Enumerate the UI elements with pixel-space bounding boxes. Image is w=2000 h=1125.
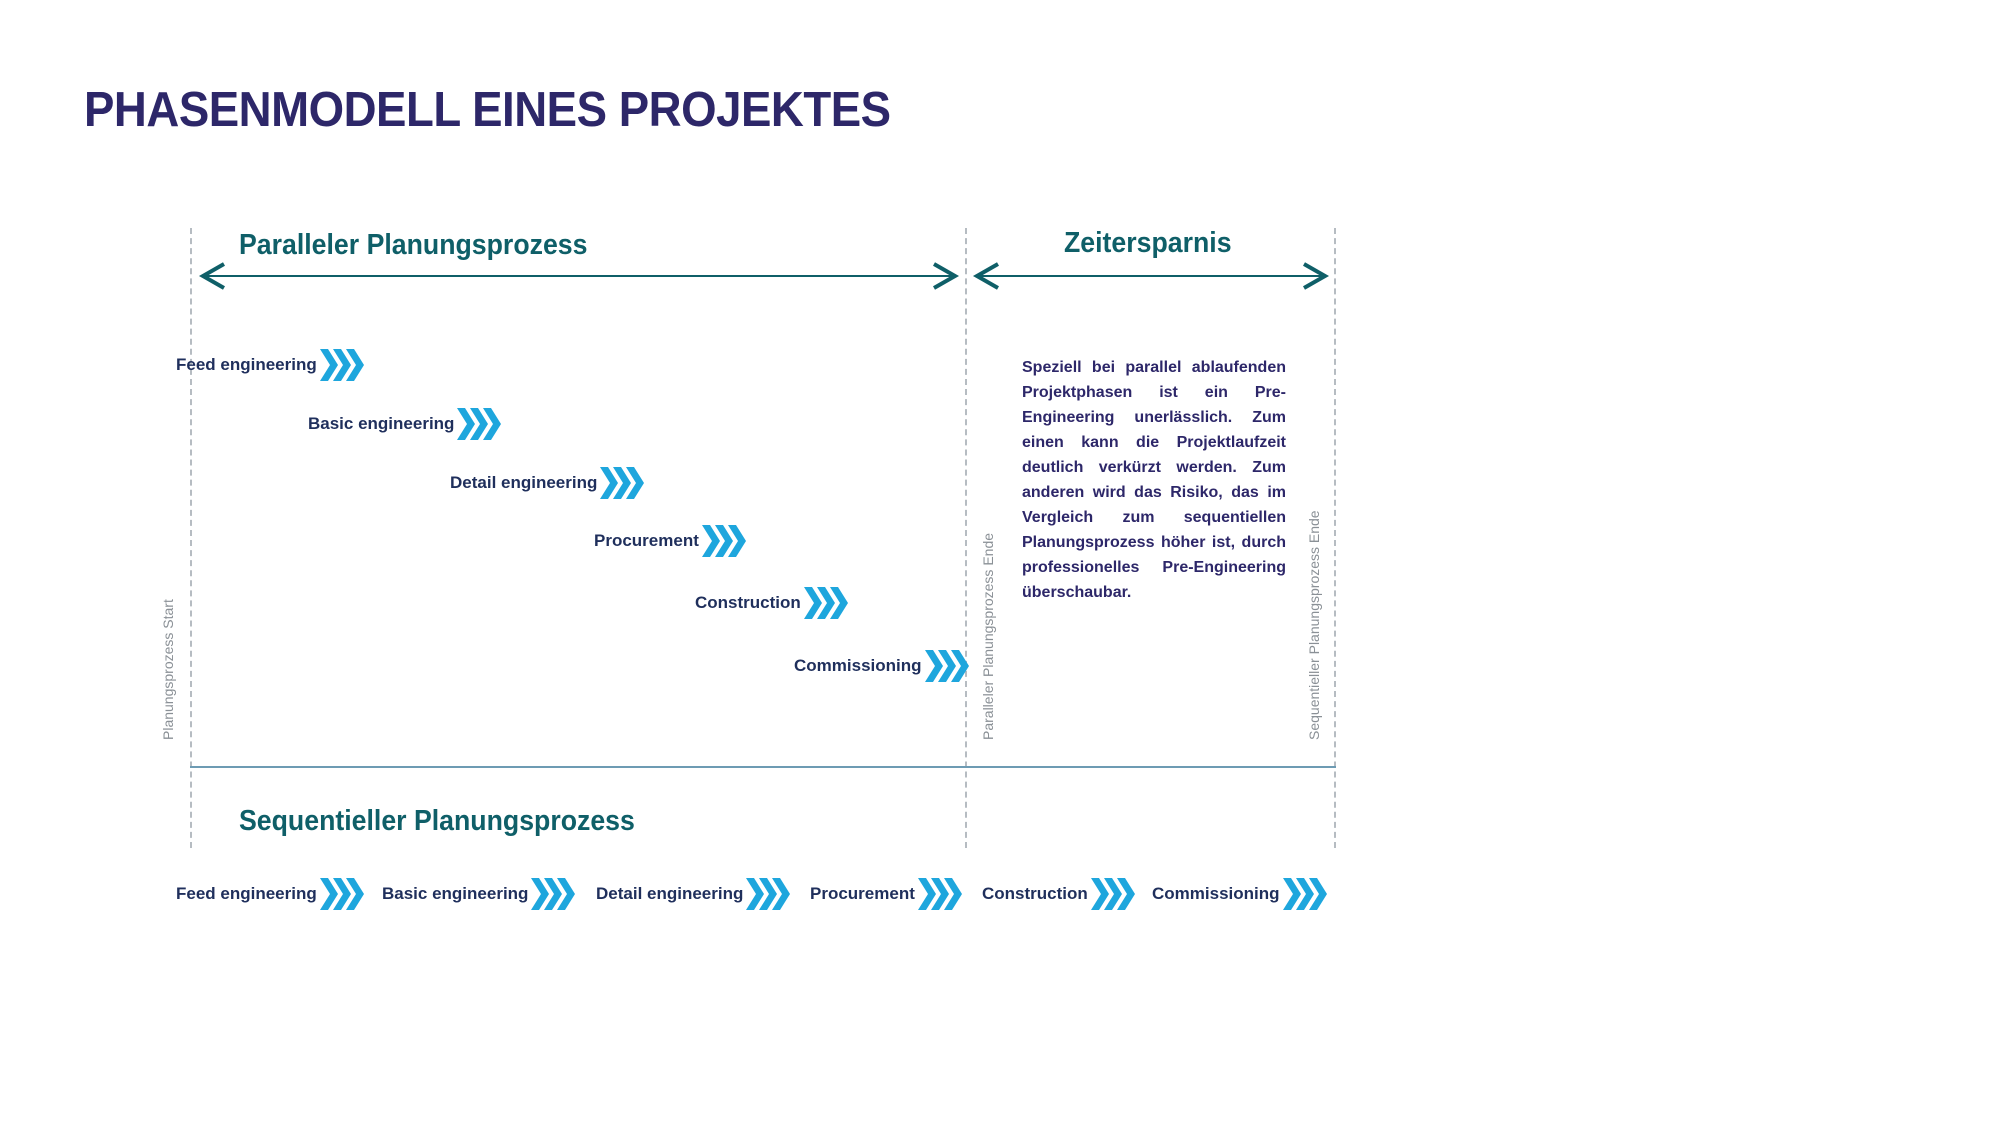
parallel-phase-construction: Construction: [695, 585, 850, 621]
phase-label: Basic engineering: [308, 414, 455, 433]
parallel-phase-procurement: Procurement: [594, 523, 748, 559]
timeline-baseline: [190, 766, 1336, 768]
parallel-phase-commissioning: Commissioning: [794, 648, 971, 684]
phase-label: Basic engineering: [382, 884, 529, 903]
phase-label: Detail engineering: [450, 473, 598, 492]
chevron-arrow-icon: [917, 878, 962, 910]
parallel-span-arrow: [198, 262, 960, 290]
phase-label: Commissioning: [794, 656, 922, 675]
parallel-phase-feed-engineering: Feed engineering: [176, 347, 366, 383]
phase-label: Procurement: [594, 531, 699, 550]
chevron-arrow-icon: [531, 878, 576, 910]
phase-label: Commissioning: [1152, 884, 1280, 903]
chevron-arrow-icon: [701, 525, 746, 557]
phase-label: Construction: [982, 884, 1088, 903]
phase-label: Feed engineering: [176, 355, 317, 374]
sequential-phase-detail-engineering: Detail engineering: [596, 876, 792, 912]
sequential-phase-procurement: Procurement: [810, 876, 964, 912]
time-savings-description: Speziell bei parallel ablaufenden Projek…: [1022, 359, 1286, 601]
chevron-arrow-icon: [803, 587, 848, 619]
sequential-phase-construction: Construction: [982, 876, 1137, 912]
chevron-arrow-icon: [319, 349, 364, 381]
parallel-end-boundary-line: [965, 228, 967, 848]
chevron-arrow-icon: [746, 878, 791, 910]
chevron-arrow-icon: [457, 408, 502, 440]
sequential-phase-feed-engineering: Feed engineering: [176, 876, 366, 912]
chevron-arrow-icon: [600, 467, 645, 499]
chevron-arrow-icon: [1090, 878, 1135, 910]
chevron-arrow-icon: [924, 650, 969, 682]
time-savings-heading: Zeitersparnis: [1064, 227, 1232, 259]
sequential-phase-basic-engineering: Basic engineering: [382, 876, 577, 912]
chevron-arrow-icon: [319, 878, 364, 910]
parallel-process-heading: Paralleler Planungsprozess: [239, 229, 588, 261]
sequential-phase-commissioning: Commissioning: [1152, 876, 1329, 912]
page-title: PHASENMODELL EINES PROJEKTES: [84, 83, 891, 137]
time-savings-span-arrow: [972, 262, 1330, 290]
sequential-process-heading: Sequentieller Planungsprozess: [239, 805, 635, 837]
phase-label: Construction: [695, 593, 801, 612]
phase-label: Procurement: [810, 884, 915, 903]
sequential-end-boundary-line: [1334, 228, 1336, 848]
start-boundary-line: [190, 228, 192, 848]
parallel-phase-detail-engineering: Detail engineering: [450, 465, 646, 501]
phase-label: Detail engineering: [596, 884, 744, 903]
parallel-phase-basic-engineering: Basic engineering: [308, 406, 503, 442]
phase-label: Feed engineering: [176, 884, 317, 903]
chevron-arrow-icon: [1282, 878, 1327, 910]
